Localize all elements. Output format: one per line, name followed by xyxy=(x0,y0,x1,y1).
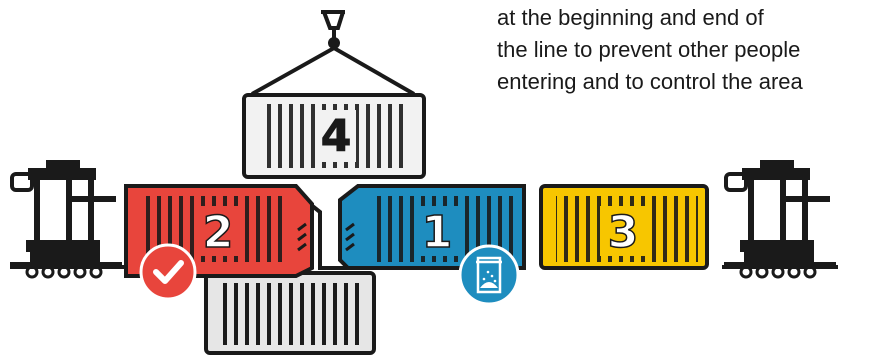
container-3-label: 3 xyxy=(608,207,639,258)
container-3: 3 xyxy=(541,186,707,268)
caption-line-1: at the beginning and end of xyxy=(497,2,882,34)
caption-text: at the beginning and end of the line to … xyxy=(497,2,882,98)
container-4: 4 xyxy=(244,95,424,177)
container-2-label: 2 xyxy=(203,207,234,258)
gantry-crane-left-icon xyxy=(10,160,122,277)
caption-line-3: entering and to control the area xyxy=(497,66,882,98)
container-1-label: 1 xyxy=(422,207,453,258)
container-bottom xyxy=(206,273,374,353)
checkmark-icon xyxy=(141,245,195,299)
gantry-crane-right-icon xyxy=(724,160,836,277)
crane-hook-icon xyxy=(252,12,414,94)
bulk-bag-icon xyxy=(460,246,518,304)
container-4-label: 4 xyxy=(321,111,352,162)
caption-line-2: the line to prevent other people xyxy=(497,34,882,66)
